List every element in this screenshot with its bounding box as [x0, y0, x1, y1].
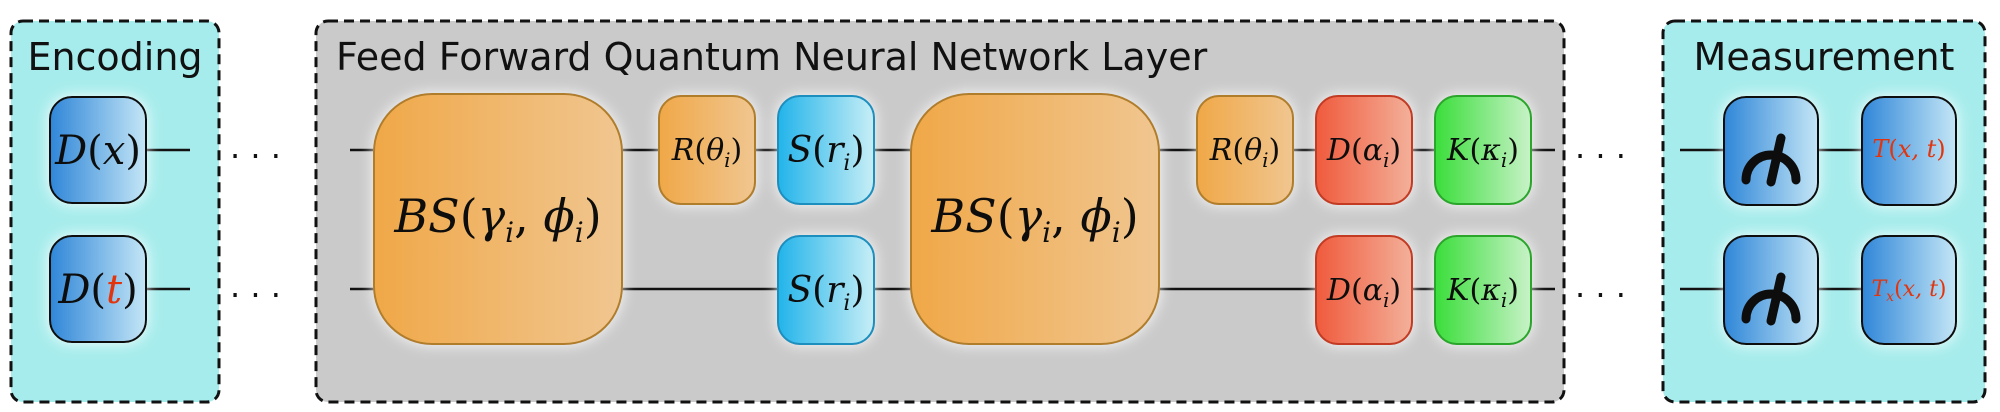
svg-text:BS(γi, ϕi): BS(γi, ϕi) — [930, 189, 1138, 249]
meter-bottom — [1723, 235, 1819, 345]
output-t: T(x, t) — [1861, 96, 1957, 206]
svg-text:D(αi): D(αi) — [1326, 273, 1401, 312]
meter-icon — [1741, 150, 1801, 185]
dots-right-bot: . . . — [1575, 267, 1626, 305]
svg-text:S(ri): S(ri) — [787, 130, 864, 176]
output-t-x: Tx(x, t) — [1861, 235, 1957, 345]
gate-squeeze-top: S(ri) — [777, 95, 875, 205]
gate-beam-splitter-2: BS(γi, ϕi) — [910, 93, 1160, 345]
svg-text:T(x, t): T(x, t) — [1872, 135, 1945, 163]
svg-text:R(θi): R(θi) — [671, 133, 743, 172]
svg-text:Tx(x, t): Tx(x, t) — [1871, 277, 1946, 305]
gate-squeeze-bottom: S(ri) — [777, 235, 875, 345]
gate-rotation-2: R(θi) — [1196, 95, 1294, 205]
svg-text:BS(γi, ϕi): BS(γi, ϕi) — [393, 189, 601, 249]
svg-text:D(αi): D(αi) — [1326, 133, 1401, 172]
gate-encode-t: D(t) — [49, 235, 147, 343]
gate-rotation-1: R(θi) — [658, 95, 756, 205]
gate-beam-splitter-1: BS(γi, ϕi) — [373, 93, 623, 345]
gate-kerr-top: K(κi) — [1434, 95, 1532, 205]
gate-kerr-bottom: K(κi) — [1434, 235, 1532, 345]
gate-encode-x: D(x) — [49, 96, 147, 204]
measurement-title: Measurement — [1694, 35, 1955, 79]
encoding-title: Encoding — [27, 35, 202, 79]
dots-right-top: . . . — [1575, 128, 1626, 166]
layer-title: Feed Forward Quantum Neural Network Laye… — [336, 35, 1208, 79]
gate-displacement-top: D(αi) — [1315, 95, 1413, 205]
svg-text:K(κi): K(κi) — [1446, 133, 1519, 172]
dots-left-bot: . . . — [230, 267, 281, 305]
dots-left-top: . . . — [230, 128, 281, 166]
gate-displacement-bottom: D(αi) — [1315, 235, 1413, 345]
svg-text:D(t): D(t) — [57, 267, 137, 313]
svg-text:R(θi): R(θi) — [1209, 133, 1281, 172]
meter-icon — [1741, 289, 1801, 324]
svg-text:K(κi): K(κi) — [1446, 273, 1519, 312]
svg-text:D(x): D(x) — [54, 128, 141, 174]
svg-text:S(ri): S(ri) — [787, 270, 864, 316]
meter-top — [1723, 96, 1819, 206]
